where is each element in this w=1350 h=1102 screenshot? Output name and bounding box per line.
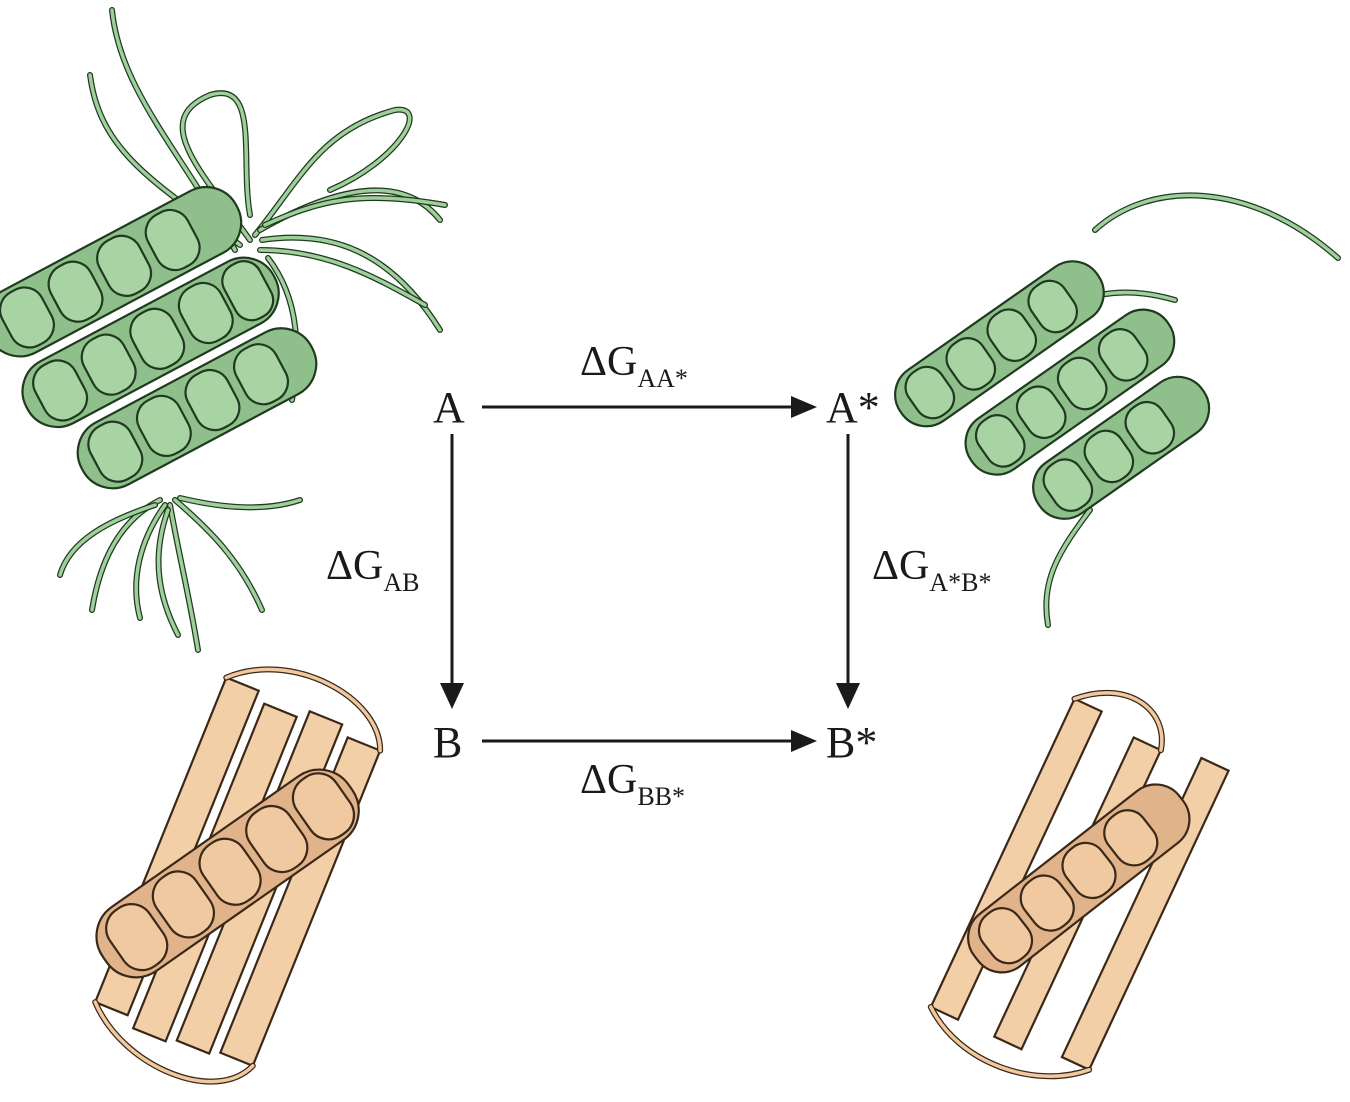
edge-label-a-star-b-star: ΔGA*B* [872,543,991,597]
edge-label-bb-star-sub: BB* [637,782,685,811]
node-label-a-star: A* [826,383,880,432]
structure-a-star [883,195,1338,625]
structure-b-star [920,676,1239,1102]
edge-label-bb-star-delta: ΔG [580,757,637,803]
edge-label-aa-star: ΔGAA* [580,339,688,393]
arrow-a-star-to-b-star [836,434,860,709]
node-label-b: B [433,718,462,767]
edge-label-ab-delta: ΔG [326,543,383,589]
coil-tails-bottom [60,498,300,650]
edge-label-aa-star-delta: ΔG [580,339,637,385]
structure-b-ensemble [81,647,396,1100]
node-label-b-star: B* [826,718,877,767]
edge-label-aa-star-sub: AA* [637,364,688,393]
arrow-a-to-b [440,434,464,709]
edge-label-ab: ΔGAB [326,543,419,597]
node-label-a: A [433,383,465,432]
edge-label-a-star-b-star-delta: ΔG [872,543,929,589]
helix-bundle-a [0,175,328,510]
arrow-b-to-b-star [482,730,817,752]
edge-label-a-star-b-star-sub: A*B* [929,568,991,597]
edge-label-bb-star: ΔGBB* [580,757,685,811]
helix-group-a-star [883,232,1229,565]
arrow-a-to-a-star [482,396,817,418]
edge-label-ab-sub: AB [383,568,419,597]
